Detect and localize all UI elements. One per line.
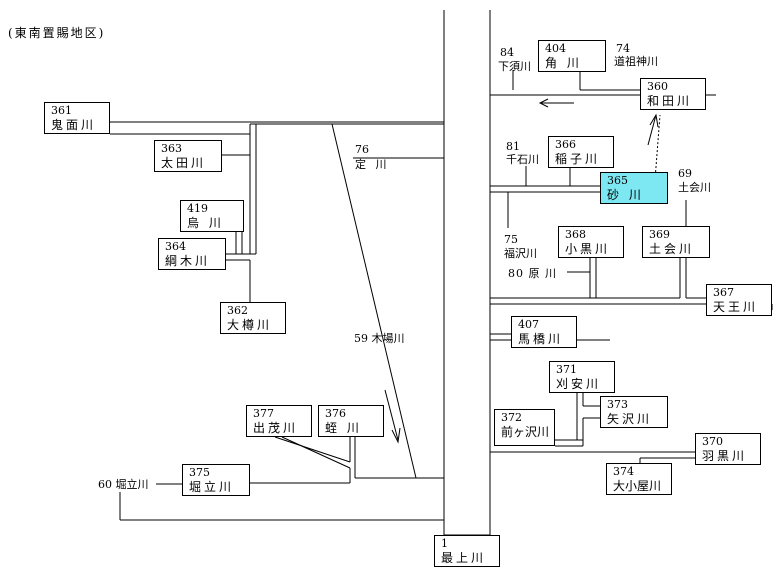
node-number: 375 [189,466,210,479]
label-84-name: 下須川 [498,60,531,73]
node-369[interactable]: 369 土会川 [642,226,710,258]
label-60: 60 堀立川 [98,478,149,491]
node-number: 363 [161,142,182,155]
node-number: 366 [555,138,576,151]
node-377[interactable]: 377 出茂川 [246,405,312,437]
node-name: 天王川 [713,300,759,314]
node-name: 烏 川 [187,216,224,230]
node-number: 419 [187,202,208,215]
node-374[interactable]: 374 大小屋川 [606,463,672,495]
node-name: 稲子川 [555,152,601,166]
label-76-name: 定 川 [355,158,390,171]
label-69-name: 土会川 [678,181,711,194]
node-name: 土会川 [649,242,695,256]
node-name: 馬橋川 [518,332,564,346]
node-364[interactable]: 364 綱木川 [158,238,226,270]
node-1[interactable]: 1 最上川 [434,535,500,567]
label-74-number: 74 [616,42,630,55]
arrow-59 [384,389,399,441]
node-number: 361 [51,104,72,117]
node-name: 小黒川 [565,242,611,256]
label-84-number: 84 [500,46,514,59]
node-number: 368 [565,228,586,241]
node-372[interactable]: 372 前ヶ沢川 [494,409,555,446]
node-number: 374 [613,465,634,478]
node-363[interactable]: 363 太田川 [154,140,222,172]
node-name: 綱木川 [165,254,211,268]
node-360[interactable]: 360 和田川 [640,78,706,110]
node-368[interactable]: 368 小黒川 [558,226,624,258]
node-number: 1 [441,537,448,550]
node-name: 太田川 [161,156,207,170]
node-number: 370 [702,435,723,448]
node-name: 和田川 [647,94,693,108]
node-name: 鬼面川 [51,118,97,132]
node-name: 蛭 川 [325,421,362,435]
label-75-number: 75 [504,233,518,246]
node-name: 出茂川 [253,421,299,435]
node-name: 大小屋川 [613,479,662,493]
node-name: 羽黒川 [702,449,748,463]
node-419[interactable]: 419 烏 川 [180,200,244,232]
node-number: 367 [713,286,734,299]
node-name: 砂 川 [607,188,644,202]
node-name: 角 川 [545,56,582,70]
river-59 [331,123,417,479]
node-name: 前ヶ沢川 [501,425,550,439]
node-365[interactable]: 365 砂 川 [600,172,668,204]
node-number: 407 [518,318,539,331]
node-404[interactable]: 404 角 川 [538,40,606,72]
label-69-number: 69 [678,167,692,180]
node-376[interactable]: 376 蛭 川 [318,405,384,437]
node-number: 362 [227,304,248,317]
node-number: 360 [647,80,668,93]
node-number: 373 [607,398,628,411]
node-375[interactable]: 375 堀立川 [182,464,250,496]
node-371[interactable]: 371 刈安川 [549,361,615,393]
node-366[interactable]: 366 稲子川 [548,136,614,168]
label-74-name: 道祖神川 [614,55,658,68]
node-name: 刈安川 [556,377,602,391]
node-373[interactable]: 373 矢沢川 [600,396,668,428]
label-75-name: 福沢川 [504,247,537,260]
node-number: 369 [649,228,670,241]
node-number: 365 [607,174,628,187]
node-name: 大樽川 [227,318,273,332]
node-number: 376 [325,407,346,420]
label-59: 59 木場川 [354,332,405,345]
node-407[interactable]: 407 馬橋川 [511,316,577,348]
node-number: 404 [545,42,566,55]
label-81-name: 千石川 [506,153,539,166]
node-name: 矢沢川 [607,412,653,426]
node-362[interactable]: 362 大樽川 [220,302,286,334]
node-367[interactable]: 367 天王川 [706,284,772,316]
node-name: 最上川 [441,551,487,565]
region-title: (東南置賜地区) [8,26,106,40]
node-name: 堀立川 [189,480,235,494]
node-370[interactable]: 370 羽黒川 [695,433,761,465]
node-number: 377 [253,407,274,420]
node-number: 372 [501,411,522,424]
label-81-number: 81 [506,140,520,153]
label-76-number: 76 [355,143,369,156]
node-number: 371 [556,363,577,376]
node-361[interactable]: 361 鬼面川 [44,102,110,134]
label-80: 80 原 川 [508,267,557,280]
node-number: 364 [165,240,186,253]
